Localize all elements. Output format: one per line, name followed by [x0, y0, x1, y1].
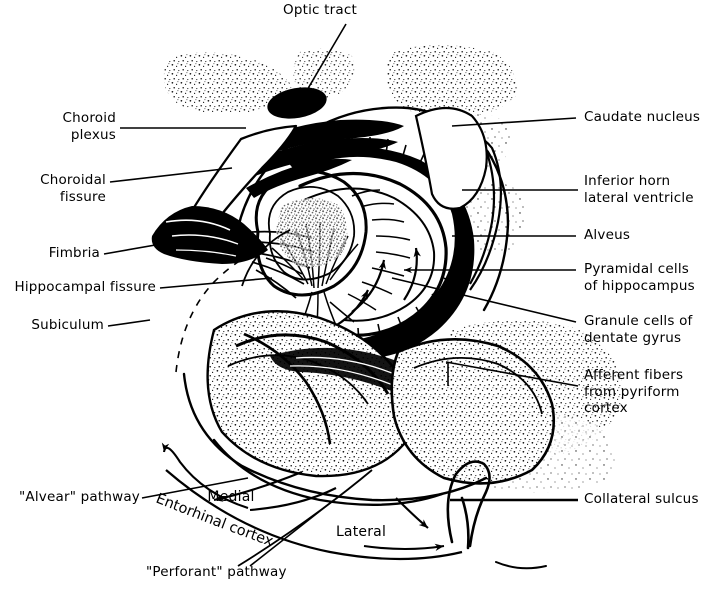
- hippocampal-fissure-structure: [241, 229, 291, 287]
- label-medial: Medial: [207, 489, 255, 505]
- optic-tract-structure: [267, 87, 327, 119]
- pyramidal-cell-layer: [298, 171, 448, 337]
- label-alveus: Alveus: [584, 227, 631, 243]
- alvear-pathway-arrow: [161, 442, 337, 512]
- caudate-nucleus-structure: [414, 106, 488, 210]
- pyramidal-layer-inner: [303, 187, 436, 322]
- label-perforant-pathway: "Perforant" pathway: [146, 564, 287, 580]
- label-alvear-pathway: "Alvear" pathway: [18, 489, 140, 505]
- leader-granule-cells: [391, 277, 577, 323]
- leader-optic-tract: [299, 23, 347, 103]
- label-hippocampal-fissure: Hippocampal fissure: [14, 279, 156, 295]
- leader-caudate-nucleus: [451, 117, 577, 127]
- label-subiculum: Subiculum: [31, 317, 104, 333]
- dentate-gyrus-structure: [254, 170, 368, 337]
- label-fimbria: Fimbria: [48, 245, 100, 261]
- label-collateral-sulcus: Collateral sulcus: [584, 491, 699, 507]
- leader-hippocampal-fissure: [159, 277, 273, 289]
- leader-lines: [103, 23, 579, 567]
- leader-alvear-pathway: [141, 477, 249, 499]
- entorhinal-cortex-structure: [390, 338, 556, 485]
- collateral-sulcus-structure: [446, 460, 547, 570]
- leader-subiculum: [107, 319, 151, 327]
- label-lateral: Lateral: [335, 524, 387, 540]
- label-optic-tract: Optic tract: [283, 2, 357, 18]
- leader-afferent-fibers: [445, 361, 579, 387]
- leader-choroidal-fissure: [109, 167, 233, 183]
- lateral-pathway-arrow: [363, 497, 445, 552]
- entorhinal-cortex-arc: [165, 469, 463, 561]
- lower-gyral-contours: [182, 372, 488, 506]
- fimbria-structure: [151, 206, 315, 299]
- medial-pathway-arrow: [213, 471, 303, 502]
- leader-perforant-pathway: [249, 499, 335, 567]
- perforant-pathway-line: [237, 469, 373, 567]
- leader-fimbria: [103, 239, 185, 255]
- label-caudate-nucleus: Caudate nucleus: [584, 109, 701, 125]
